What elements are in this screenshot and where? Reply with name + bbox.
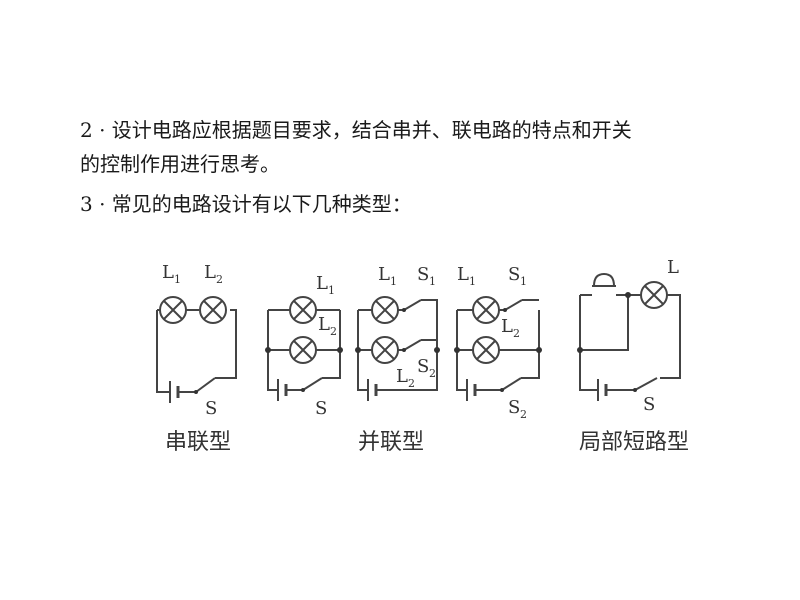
parallel-circuit-3: L 1 S 1 L 2 S 2 xyxy=(454,264,542,421)
parallel-circuit-2: L 1 S 1 L 2 S 2 并联型 xyxy=(355,264,440,455)
label-sub: 1 xyxy=(429,275,436,288)
label-sub: 2 xyxy=(216,273,223,286)
label-sub: 1 xyxy=(174,273,181,286)
caption-short: 局部短路型 xyxy=(579,430,689,455)
lamp-icon xyxy=(289,296,317,324)
short-circuit: L S 局部短路型 xyxy=(577,257,689,455)
lamp-icon xyxy=(640,281,668,309)
label-sub: 2 xyxy=(408,377,415,390)
label-L: L xyxy=(318,314,330,335)
lamp-icon xyxy=(371,296,399,324)
lamp-icon xyxy=(472,296,500,324)
label-L: L xyxy=(396,366,408,387)
lamp-icon xyxy=(199,296,227,324)
label-L: L xyxy=(162,262,174,283)
series-circuit: L 1 L 2 S 串联型 xyxy=(156,262,237,455)
label-sub: 1 xyxy=(390,275,397,288)
caption-series: 串联型 xyxy=(165,430,231,455)
paragraph-line-3: 3 · 常见的电路设计有以下几种类型： xyxy=(80,192,412,216)
label-S: S xyxy=(315,398,327,419)
caption-parallel: 并联型 xyxy=(358,430,424,455)
label-sub: 1 xyxy=(328,284,335,297)
lamp-icon xyxy=(159,296,187,324)
label-S: S xyxy=(643,394,655,415)
label-L: L xyxy=(316,273,328,294)
label-S: S xyxy=(205,398,217,419)
label-sub: 1 xyxy=(520,275,527,288)
lamp-icon xyxy=(289,336,317,364)
label-L: L xyxy=(457,264,469,285)
label-L: L xyxy=(378,264,390,285)
bell-icon xyxy=(592,272,616,287)
label-sub: 2 xyxy=(429,367,436,380)
label-sub: 1 xyxy=(469,275,476,288)
label-S: S xyxy=(417,264,429,285)
paragraph-line-2: 2 · 设计电路应根据题目要求，结合串并、联电路的特点和开关 xyxy=(80,118,632,142)
label-sub: 2 xyxy=(330,325,337,338)
label-L: L xyxy=(204,262,216,283)
paragraph-line-2-continued: 的控制作用进行思考。 xyxy=(80,152,280,176)
label-L: L xyxy=(501,316,513,337)
label-sub: 2 xyxy=(513,327,520,340)
label-S: S xyxy=(508,397,520,418)
label-S: S xyxy=(417,356,429,377)
label-L: L xyxy=(667,257,679,278)
lamp-icon xyxy=(371,336,399,364)
lamp-icon xyxy=(472,336,500,364)
parallel-circuit-1: L 1 L 2 S xyxy=(265,273,343,419)
label-sub: 2 xyxy=(520,408,527,421)
label-S: S xyxy=(508,264,520,285)
